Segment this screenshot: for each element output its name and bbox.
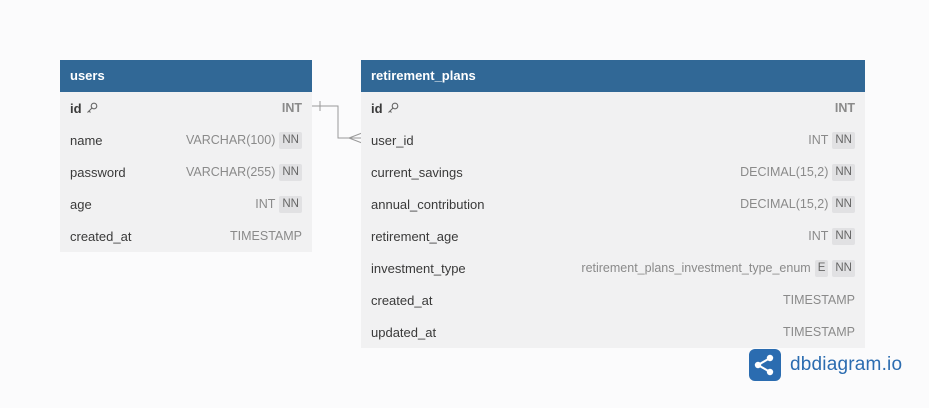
field-name-text: name: [70, 132, 103, 148]
field-name: password: [70, 165, 126, 180]
field-type-text: DECIMAL(15,2): [740, 165, 829, 179]
field-type: INT: [282, 101, 302, 115]
not-null-badge: NN: [279, 163, 302, 181]
field-row[interactable]: created_at TIMESTAMP: [60, 220, 312, 252]
not-null-badge: NN: [832, 131, 855, 149]
field-name: current_savings: [371, 165, 463, 180]
field-name: retirement_age: [371, 229, 458, 244]
field-name-text: password: [70, 164, 126, 180]
table-users-header[interactable]: users: [60, 60, 312, 92]
field-name-text: current_savings: [371, 164, 463, 180]
field-row[interactable]: annual_contribution DECIMAL(15,2)NN: [361, 188, 865, 220]
field-name: created_at: [70, 229, 131, 244]
field-type: TIMESTAMP: [230, 229, 302, 243]
field-name-text: investment_type: [371, 260, 466, 276]
field-name: investment_type: [371, 261, 466, 276]
field-row[interactable]: updated_at TIMESTAMP: [361, 316, 865, 348]
field-type-text: INT: [834, 101, 855, 115]
not-null-badge: NN: [279, 195, 302, 213]
dbdiagram-logo-icon: [749, 349, 781, 381]
field-row[interactable]: password VARCHAR(255)NN: [60, 156, 312, 188]
field-name-text: created_at: [70, 228, 132, 244]
field-type-text: TIMESTAMP: [783, 293, 855, 307]
field-name: id: [70, 101, 98, 116]
table-retirement-plans-header[interactable]: retirement_plans: [361, 60, 865, 92]
field-type-text: DECIMAL(15,2): [740, 197, 829, 211]
primary-key-icon: [387, 102, 399, 114]
field-name-text: id: [70, 100, 82, 116]
field-name-text: id: [371, 100, 383, 116]
field-row[interactable]: id INT: [60, 92, 312, 124]
not-null-badge: NN: [832, 227, 855, 245]
primary-key-icon: [86, 102, 98, 114]
field-type: TIMESTAMP: [783, 325, 855, 339]
field-type-text: TIMESTAMP: [230, 229, 302, 243]
field-type-text: INT: [281, 101, 302, 115]
field-name: updated_at: [371, 325, 436, 340]
field-type: DECIMAL(15,2)NN: [740, 163, 855, 181]
field-name-text: annual_contribution: [371, 196, 485, 212]
field-type-text: TIMESTAMP: [783, 325, 855, 339]
field-row[interactable]: id INT: [361, 92, 865, 124]
field-name-text: created_at: [371, 292, 433, 308]
dbdiagram-logo[interactable]: dbdiagram.io: [749, 349, 902, 381]
not-null-badge: NN: [832, 163, 855, 181]
field-type: INT: [835, 101, 855, 115]
field-name: name: [70, 133, 103, 148]
field-name-text: age: [70, 196, 92, 212]
field-type: VARCHAR(100)NN: [186, 131, 302, 149]
enum-badge: E: [814, 259, 829, 277]
field-row[interactable]: current_savings DECIMAL(15,2)NN: [361, 156, 865, 188]
not-null-badge: NN: [279, 131, 302, 149]
field-type-text: INT: [808, 133, 829, 147]
field-type-text: retirement_plans_investment_type_enum: [581, 261, 811, 275]
field-name: annual_contribution: [371, 197, 484, 212]
field-type: DECIMAL(15,2)NN: [740, 195, 855, 213]
field-row[interactable]: created_at TIMESTAMP: [361, 284, 865, 316]
field-name: user_id: [371, 133, 414, 148]
field-name-text: user_id: [371, 132, 414, 148]
field-name: id: [371, 101, 399, 116]
dbdiagram-logo-text: dbdiagram.io: [790, 354, 903, 375]
field-type-text: INT: [255, 197, 276, 211]
field-name: created_at: [371, 293, 432, 308]
field-type-text: VARCHAR(255): [186, 165, 276, 179]
field-type-text: INT: [808, 229, 829, 243]
field-name-text: retirement_age: [371, 228, 459, 244]
field-type: VARCHAR(255)NN: [186, 163, 302, 181]
field-type-text: VARCHAR(100): [186, 133, 276, 147]
field-row[interactable]: name VARCHAR(100)NN: [60, 124, 312, 156]
field-name: age: [70, 197, 92, 212]
not-null-badge: NN: [832, 195, 855, 213]
not-null-badge: NN: [832, 259, 855, 277]
field-type: TIMESTAMP: [783, 293, 855, 307]
field-row[interactable]: investment_type retirement_plans_investme…: [361, 252, 865, 284]
field-name-text: updated_at: [371, 324, 437, 340]
